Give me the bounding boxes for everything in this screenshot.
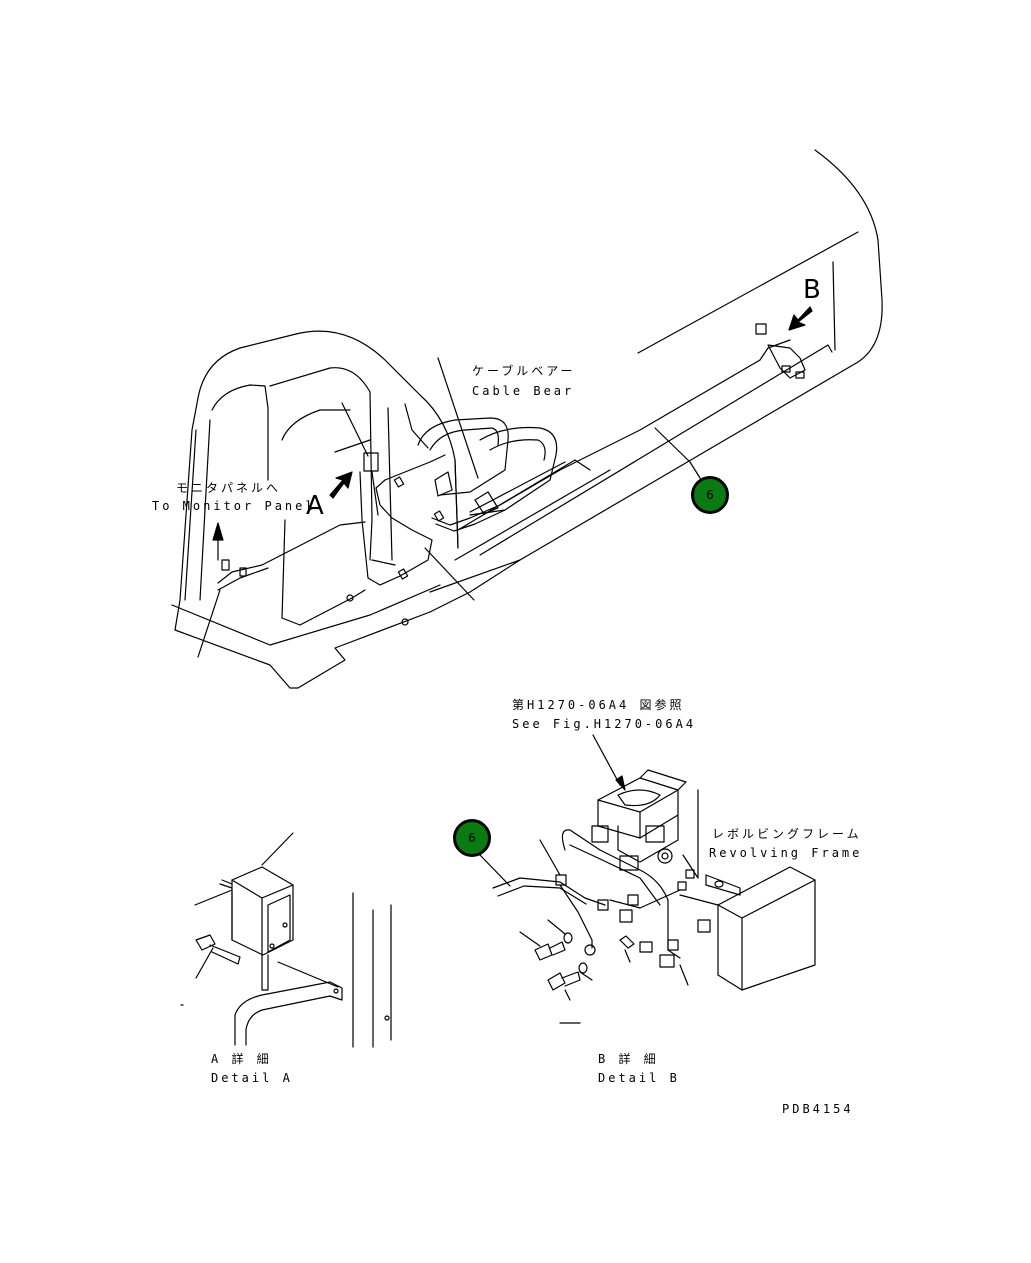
cable-bear-label-en: Cable Bear — [472, 384, 575, 398]
cable-bear-label-jp: ケーブルベアー — [472, 364, 576, 378]
reference-label-en: See Fig.H1270-06A4 — [512, 717, 697, 731]
detail-a-drawing — [181, 833, 391, 1047]
revolving-frame-label-en: Revolving Frame — [709, 846, 863, 860]
revolving-frame-label-jp: レボルビングフレーム — [712, 827, 862, 841]
wire-harness-main — [218, 324, 805, 590]
reference-label-jp: 第H1270-06A4 図参照 — [512, 698, 685, 712]
leader-lines-upper — [198, 358, 700, 657]
detail-b-drawing — [480, 735, 815, 1023]
machine-body — [172, 150, 882, 688]
detail-a-label-en: Detail A — [211, 1071, 293, 1085]
view-b-label: B — [803, 275, 821, 305]
view-arrow-a — [330, 472, 352, 498]
part-callout-6-detail-b[interactable]: 6 — [453, 819, 491, 857]
part-callout-6-main[interactable]: 6 — [691, 476, 729, 514]
detail-b-label-jp: B 詳 細 — [598, 1052, 659, 1066]
detail-b-label-en: Detail B — [598, 1071, 680, 1085]
monitor-panel-label-en: To Monitor Panel — [152, 499, 316, 513]
detail-a-label-jp: A 詳 細 — [211, 1052, 272, 1066]
monitor-panel-label-jp: モニタパネルへ — [176, 481, 282, 495]
view-a-label: A — [306, 491, 324, 521]
drawing-number: PDB4154 — [782, 1102, 854, 1116]
view-arrow-b — [789, 307, 812, 330]
